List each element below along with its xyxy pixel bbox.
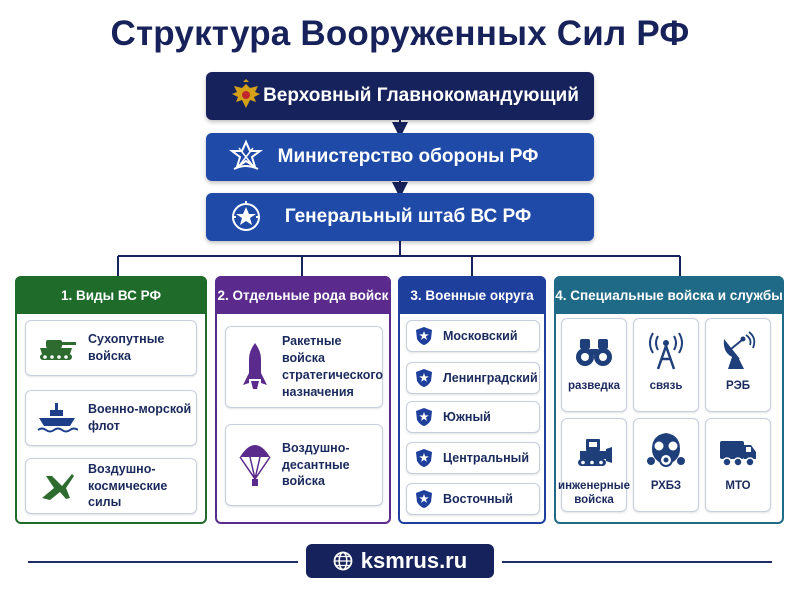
special-logistics: МТО	[705, 418, 771, 512]
general-staff-box: Генеральный штаб ВС РФ	[206, 193, 594, 241]
page-title: Структура Вооруженных Сил РФ	[110, 14, 690, 53]
general-staff-emblem-icon	[232, 201, 260, 231]
special-reconnaissance: разведка	[561, 318, 627, 412]
branches-column-header: 1. Виды ВС РФ	[15, 276, 207, 314]
special-label: РХБЗ	[650, 480, 682, 492]
arm-label: Воздушно-десантные войска	[282, 440, 350, 489]
star-shield-icon	[416, 369, 432, 387]
star-shield-icon	[416, 327, 432, 345]
branch-label: Сухопутные войска	[88, 332, 165, 363]
footer-divider-left	[28, 561, 298, 563]
district-label: Московский	[443, 328, 518, 343]
special-label: связь	[649, 380, 683, 392]
special-nbc-protection: РХБЗ	[633, 418, 699, 512]
special-electronic-warfare: РЭБ	[705, 318, 771, 412]
branch-label: Воздушно-космические силы	[88, 461, 168, 510]
radio-tower-icon	[649, 332, 683, 370]
ministry-emblem-icon	[229, 139, 263, 170]
branches-column: 1. Виды ВС РФ Сухопутные войска Военно-м…	[15, 276, 207, 524]
ministry-of-defence-label: Министерство обороны РФ	[277, 146, 539, 167]
military-districts-column: 3. Военные округа Московский Ленинградск…	[398, 276, 546, 524]
parachute-icon	[239, 445, 271, 486]
general-staff-label: Генеральный штаб ВС РФ	[284, 206, 532, 227]
missile-icon	[243, 343, 267, 389]
special-label: разведка	[567, 380, 621, 392]
district-southern: Южный	[406, 401, 540, 433]
district-label: Ленинградский	[443, 370, 538, 385]
district-moscow: Московский	[406, 320, 540, 352]
arm-airborne-forces: Воздушно-десантные войска	[225, 424, 383, 506]
branch-navy: Военно-морской флот	[25, 390, 197, 446]
separate-arms-column: 2. Отдельные рода войск Ракетные войска …	[215, 276, 391, 524]
truck-icon	[720, 441, 756, 467]
fighter-jet-icon	[42, 474, 74, 500]
district-label: Восточный	[443, 491, 513, 506]
supreme-commander-box: Верховный Главнокомандующий	[206, 72, 594, 120]
supreme-commander-label: Верховный Главнокомандующий	[263, 85, 579, 106]
globe-icon	[333, 551, 353, 571]
star-shield-icon	[416, 490, 432, 508]
district-label: Центральный	[443, 450, 530, 465]
gas-mask-icon	[647, 433, 685, 467]
branch-ground-forces: Сухопутные войска	[25, 320, 197, 376]
arm-strategic-missile-forces: Ракетные войска стратегического назначен…	[225, 326, 383, 408]
special-troops-column-header: 4. Специальные войска и службы	[554, 276, 784, 314]
district-eastern: Восточный	[406, 483, 540, 515]
special-label: инженерные войска	[558, 480, 630, 507]
footer-divider-right	[502, 561, 772, 563]
district-central: Центральный	[406, 442, 540, 474]
branch-aerospace-forces: Воздушно-космические силы	[25, 458, 197, 514]
district-label: Южный	[443, 409, 491, 424]
special-label: МТО	[725, 480, 751, 492]
bulldozer-icon	[578, 439, 612, 466]
ministry-of-defence-box: Министерство обороны РФ	[206, 133, 594, 181]
site-link[interactable]: ksmrus.ru	[306, 544, 494, 578]
star-shield-icon	[416, 449, 432, 467]
special-label: РЭБ	[725, 380, 751, 392]
special-communications: связь	[633, 318, 699, 412]
site-link-label: ksmrus.ru	[360, 548, 468, 573]
special-engineering-troops: инженерные войска	[558, 418, 630, 512]
warship-icon	[37, 403, 78, 433]
satellite-dish-icon	[723, 331, 756, 369]
branch-label: Военно-морской флот	[88, 402, 192, 433]
special-troops-column: 4. Специальные войска и службы разведка …	[554, 276, 784, 524]
district-leningrad: Ленинградский	[406, 362, 540, 394]
binoculars-icon	[576, 339, 612, 366]
tank-icon	[40, 340, 76, 360]
military-districts-column-header: 3. Военные округа	[398, 276, 546, 314]
star-shield-icon	[416, 408, 432, 426]
separate-arms-column-header: 2. Отдельные рода войск	[215, 276, 391, 314]
double-headed-eagle-icon	[232, 79, 260, 108]
arm-label: Ракетные войска стратегического назначен…	[282, 334, 384, 399]
